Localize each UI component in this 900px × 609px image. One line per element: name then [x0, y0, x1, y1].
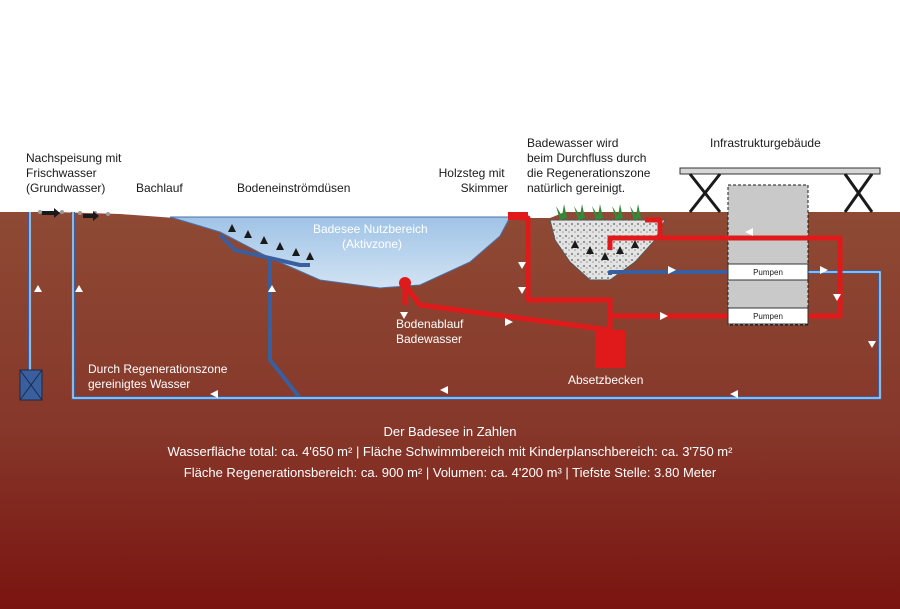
label-bodeneinstroemduesen: Bodeneinströmdüsen — [237, 181, 350, 195]
label-badesee: Badesee Nutzbereich (Aktivzone) — [313, 222, 431, 251]
groundwater-well — [19, 369, 43, 401]
bodenablauf-drain — [399, 277, 411, 289]
label-infrastruktur: Infrastrukturgebäude — [710, 136, 821, 150]
label-absetzbecken: Absetzbecken — [568, 373, 643, 387]
facts-line-1: Wasserfläche total: ca. 4'650 m² | Fläch… — [167, 444, 733, 459]
nozzle-arrows — [228, 224, 314, 260]
regeneration-arrows — [571, 240, 639, 260]
inflow-arrows — [42, 208, 99, 221]
label-regenerationszone-wasser: Durch Regenerationszone gereinigtes Wass… — [88, 362, 231, 391]
lake-water — [169, 216, 511, 289]
label-badewasser-info: Badewasser wird beim Durchfluss durch di… — [527, 136, 654, 195]
soil — [0, 212, 900, 609]
label-bachlauf: Bachlauf — [136, 181, 183, 195]
label-bodenablauf: Bodenablauf Badewasser — [396, 317, 467, 346]
facts-line-2: Fläche Regenerationsbereich: ca. 900 m² … — [183, 465, 717, 480]
label-nachspeisung: Nachspeisung mit Frischwasser (Grundwass… — [26, 151, 125, 195]
pumpen-label-bottom: Pumpen — [753, 312, 783, 321]
facts-heading: Der Badesee in Zahlen — [383, 424, 517, 439]
reed-plants — [556, 204, 641, 220]
infrastructure-building — [679, 167, 881, 326]
holzsteg — [508, 212, 528, 220]
pump-bottom: Pumpen — [727, 307, 809, 325]
pumpen-label-top: Pumpen — [753, 268, 783, 277]
pipe-inner — [29, 212, 881, 399]
absetzbecken-tank — [595, 330, 625, 368]
dirty-water-pipes — [402, 215, 843, 333]
pump-top: Pumpen — [727, 263, 809, 281]
flow-arrows — [34, 228, 876, 398]
label-holzsteg: Holzsteg mit Skimmer — [439, 166, 508, 195]
